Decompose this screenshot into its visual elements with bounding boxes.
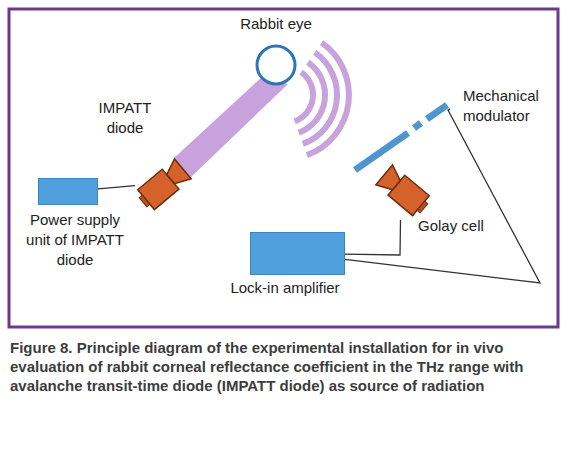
wave-arc (303, 52, 337, 143)
eye-circle-part (257, 46, 295, 84)
golay-cell-symbol-part (376, 165, 432, 218)
modulator-symbol-part (414, 123, 421, 128)
golay-cell-symbol-part (417, 201, 428, 213)
figure-caption: Figure 8. Principle diagram of the exper… (10, 338, 558, 395)
impatt-diode-symbol-part (135, 159, 191, 212)
power-supply-box (38, 178, 98, 205)
lock-in-node: Lock-in amplifier (215, 230, 365, 302)
impatt-diode-symbol-part (135, 152, 197, 214)
wire-line (345, 220, 401, 255)
modulator-node: Mechanical modulator (340, 86, 555, 181)
modulator-symbol-part (355, 105, 447, 170)
wire-connector (98, 186, 135, 189)
power-supply-node: Power supply unit of IMPATT diode (20, 176, 130, 271)
modulator-symbol-part (427, 105, 447, 119)
wire-line (98, 186, 135, 189)
reflected-waves (295, 43, 349, 156)
node-label: Lock-in amplifier (215, 278, 355, 298)
lock-in-box (250, 232, 345, 275)
eye-circle-part (255, 44, 297, 86)
golay-cell-symbol (370, 158, 432, 220)
radiation-beam (174, 77, 288, 178)
wave-arc (307, 43, 349, 156)
node-label: Rabbit eye (226, 14, 326, 34)
wave-arc (295, 72, 313, 121)
golay-cell-symbol-part (376, 165, 405, 195)
impatt-diode-symbol-part (139, 195, 150, 207)
eye-circle (255, 44, 297, 86)
node-label: Mechanical modulator (463, 86, 549, 126)
impatt-diode-symbol-part (162, 159, 191, 189)
diode-node: IMPATT diode (80, 90, 220, 215)
modulator-symbol (350, 96, 450, 176)
node-label: IMPATT diode (85, 98, 165, 138)
modulator-symbol-part (355, 133, 408, 170)
impatt-diode-symbol (135, 152, 197, 214)
wire-connector (345, 109, 540, 283)
node-label: Golay cell (418, 216, 494, 236)
golay-cell-symbol-part (370, 158, 432, 220)
golay-node: Golay cell (360, 150, 495, 240)
modulator-symbol-part (350, 96, 450, 176)
wire-line (345, 109, 540, 283)
wave-arc (299, 62, 325, 132)
eye-node: Rabbit eye (226, 14, 326, 94)
figure-frame (9, 9, 558, 327)
node-label: Power supply unit of IMPATT diode (20, 210, 130, 270)
wire-connector (345, 220, 401, 255)
